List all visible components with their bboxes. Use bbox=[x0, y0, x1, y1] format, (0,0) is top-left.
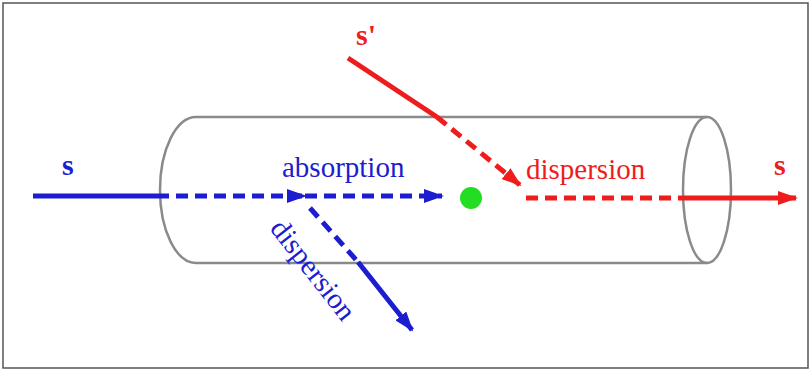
cylinder-left-end bbox=[160, 117, 196, 263]
cylinder-top bbox=[196, 116, 707, 119]
frame bbox=[3, 3, 808, 368]
cylinder-right-end bbox=[683, 117, 731, 263]
dashed-red-ray bbox=[437, 117, 520, 185]
scatterer-dot bbox=[460, 187, 482, 209]
red-ray bbox=[348, 58, 796, 198]
blue-ray bbox=[33, 196, 442, 330]
incoming-ray bbox=[33, 194, 157, 199]
process-label: dispersion bbox=[265, 214, 361, 326]
dashed-ray bbox=[157, 194, 305, 199]
process-label: dispersion bbox=[526, 155, 645, 184]
outgoing-red-ray bbox=[684, 196, 796, 201]
cylinder bbox=[160, 117, 731, 263]
cylinder-bottom bbox=[196, 262, 707, 265]
dispersion-red-ray bbox=[526, 196, 684, 201]
process-label: absorption bbox=[282, 153, 404, 182]
ray-symbol: s' bbox=[356, 20, 376, 50]
ray-symbol: s bbox=[774, 150, 786, 180]
scatter-ray bbox=[358, 262, 412, 330]
incoming-red-ray bbox=[348, 58, 437, 117]
absorption-ray bbox=[305, 194, 442, 199]
ray-symbol: s bbox=[62, 150, 74, 180]
